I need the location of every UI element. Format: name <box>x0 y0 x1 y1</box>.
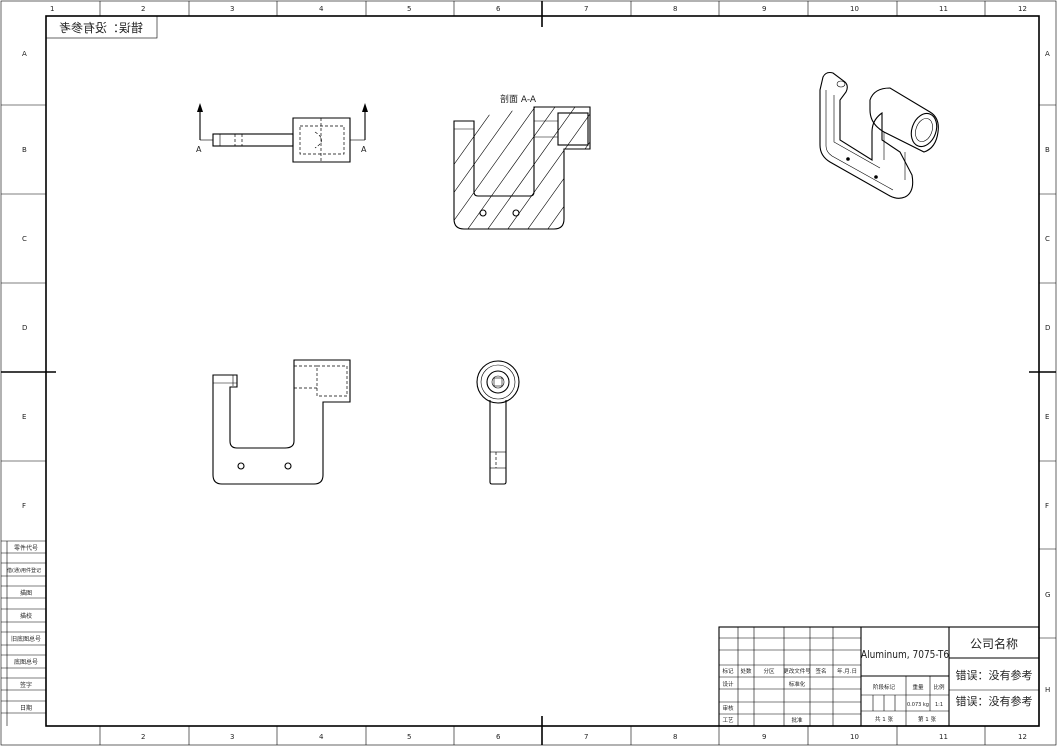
zone-col-6-bottom: 6 <box>496 733 501 741</box>
hdr-count: 处数 <box>740 667 752 675</box>
zone-col-8: 8 <box>673 5 677 13</box>
zone-col-3: 3 <box>230 5 234 13</box>
cut-marker-left: A <box>196 145 202 154</box>
zone-col-8-bottom: 8 <box>673 733 677 741</box>
hdr-sign: 签名 <box>815 667 826 675</box>
strip-borrowed: 借(通)用件登记 <box>7 567 41 574</box>
zone-col-2-bottom: 2 <box>141 733 145 741</box>
zone-row-b-right: B <box>1045 146 1050 154</box>
zone-col-10-bottom: 10 <box>850 733 859 741</box>
inner-frame <box>45 15 1040 727</box>
row-process: 工艺 <box>722 717 734 724</box>
scale-value: 1:1 <box>935 702 943 708</box>
hdr-change-doc: 更改文件号 <box>783 667 811 675</box>
cut-marker-right: A <box>361 145 367 154</box>
zone-row-a: A <box>22 50 27 58</box>
material-label: Aluminum, 7075-T6 <box>861 649 949 661</box>
zone-col-11: 11 <box>939 5 948 13</box>
zone-row-h-right: H <box>1045 686 1050 694</box>
ref-error-2: 错误：没有参考 <box>956 694 1033 708</box>
hdr-date: 年.月.日 <box>837 667 857 675</box>
zone-row-f-right: F <box>1045 502 1049 510</box>
strip-part-code: 零件代号 <box>14 544 38 552</box>
strip-sign: 签字 <box>20 681 32 689</box>
section-title: 剖面 A-A <box>500 93 537 105</box>
stage-label: 阶段标记 <box>873 683 896 691</box>
zone-col-9-bottom: 9 <box>762 733 766 741</box>
row-review: 审核 <box>722 704 734 712</box>
hdr-mark: 标记 <box>722 667 734 675</box>
mirrored-label-box <box>45 15 158 39</box>
zone-col-1: 1 <box>50 5 54 13</box>
zone-row-f: F <box>22 502 26 510</box>
zone-col-5: 5 <box>407 5 411 13</box>
zone-col-9: 9 <box>762 5 766 13</box>
top-view <box>197 103 368 163</box>
zone-row-d: D <box>22 324 27 332</box>
strip-old-base: 旧底图总号 <box>11 635 41 643</box>
isometric-view <box>819 71 939 199</box>
scale-label: 比例 <box>933 683 945 691</box>
zone-col-3-bottom: 3 <box>230 733 234 741</box>
zone-col-4-bottom: 4 <box>319 733 324 741</box>
zone-col-12-bottom: 12 <box>1018 733 1027 741</box>
strip-trace-check: 描校 <box>20 612 32 620</box>
zone-row-g-right: G <box>1045 591 1050 599</box>
zone-col-2: 2 <box>141 5 145 13</box>
title-block: 标记 处数 分区 更改文件号 签名 年.月.日 设计 标准化 审核 工艺 批准 … <box>718 626 1040 727</box>
zone-col-6: 6 <box>496 5 501 13</box>
strip-date: 日期 <box>20 704 32 712</box>
zone-row-d-right: D <box>1045 324 1050 332</box>
zone-row-c: C <box>22 235 27 243</box>
weight-value: 0.073 kg <box>907 702 929 708</box>
ref-error-1: 错误：没有参考 <box>956 668 1033 682</box>
zone-col-11-bottom: 11 <box>939 733 948 741</box>
side-view <box>476 360 520 485</box>
section-view <box>453 106 591 230</box>
left-strip: 零件代号 借(通)用件登记 描图 描校 旧底图总号 底图总号 签字 日期 <box>1 540 46 726</box>
strip-base: 底图总号 <box>14 658 38 666</box>
zone-row-e-right: E <box>1045 413 1049 421</box>
zone-col-7: 7 <box>584 5 588 13</box>
sheet-no: 第 1 张 <box>918 715 936 723</box>
strip-trace: 描图 <box>20 589 32 597</box>
zone-col-7-bottom: 7 <box>584 733 588 741</box>
mirrored-label: 错误：没有参考 <box>59 20 143 35</box>
zone-col-12: 12 <box>1018 5 1027 13</box>
company-name: 公司名称 <box>970 636 1018 651</box>
zone-row-a-right: A <box>1045 50 1050 58</box>
sheets-total: 共 1 张 <box>875 715 893 723</box>
row-approve: 批准 <box>791 716 803 724</box>
front-view <box>212 359 351 485</box>
weight-label: 重量 <box>912 683 924 691</box>
zone-col-4: 4 <box>319 5 324 13</box>
row-standard: 标准化 <box>789 680 806 688</box>
zone-col-5-bottom: 5 <box>407 733 411 741</box>
zone-row-e: E <box>22 413 26 421</box>
hdr-zone: 分区 <box>763 667 775 675</box>
zone-row-c-right: C <box>1045 235 1050 243</box>
zone-col-10: 10 <box>850 5 859 13</box>
zone-row-b: B <box>22 146 27 154</box>
row-design: 设计 <box>722 680 734 688</box>
